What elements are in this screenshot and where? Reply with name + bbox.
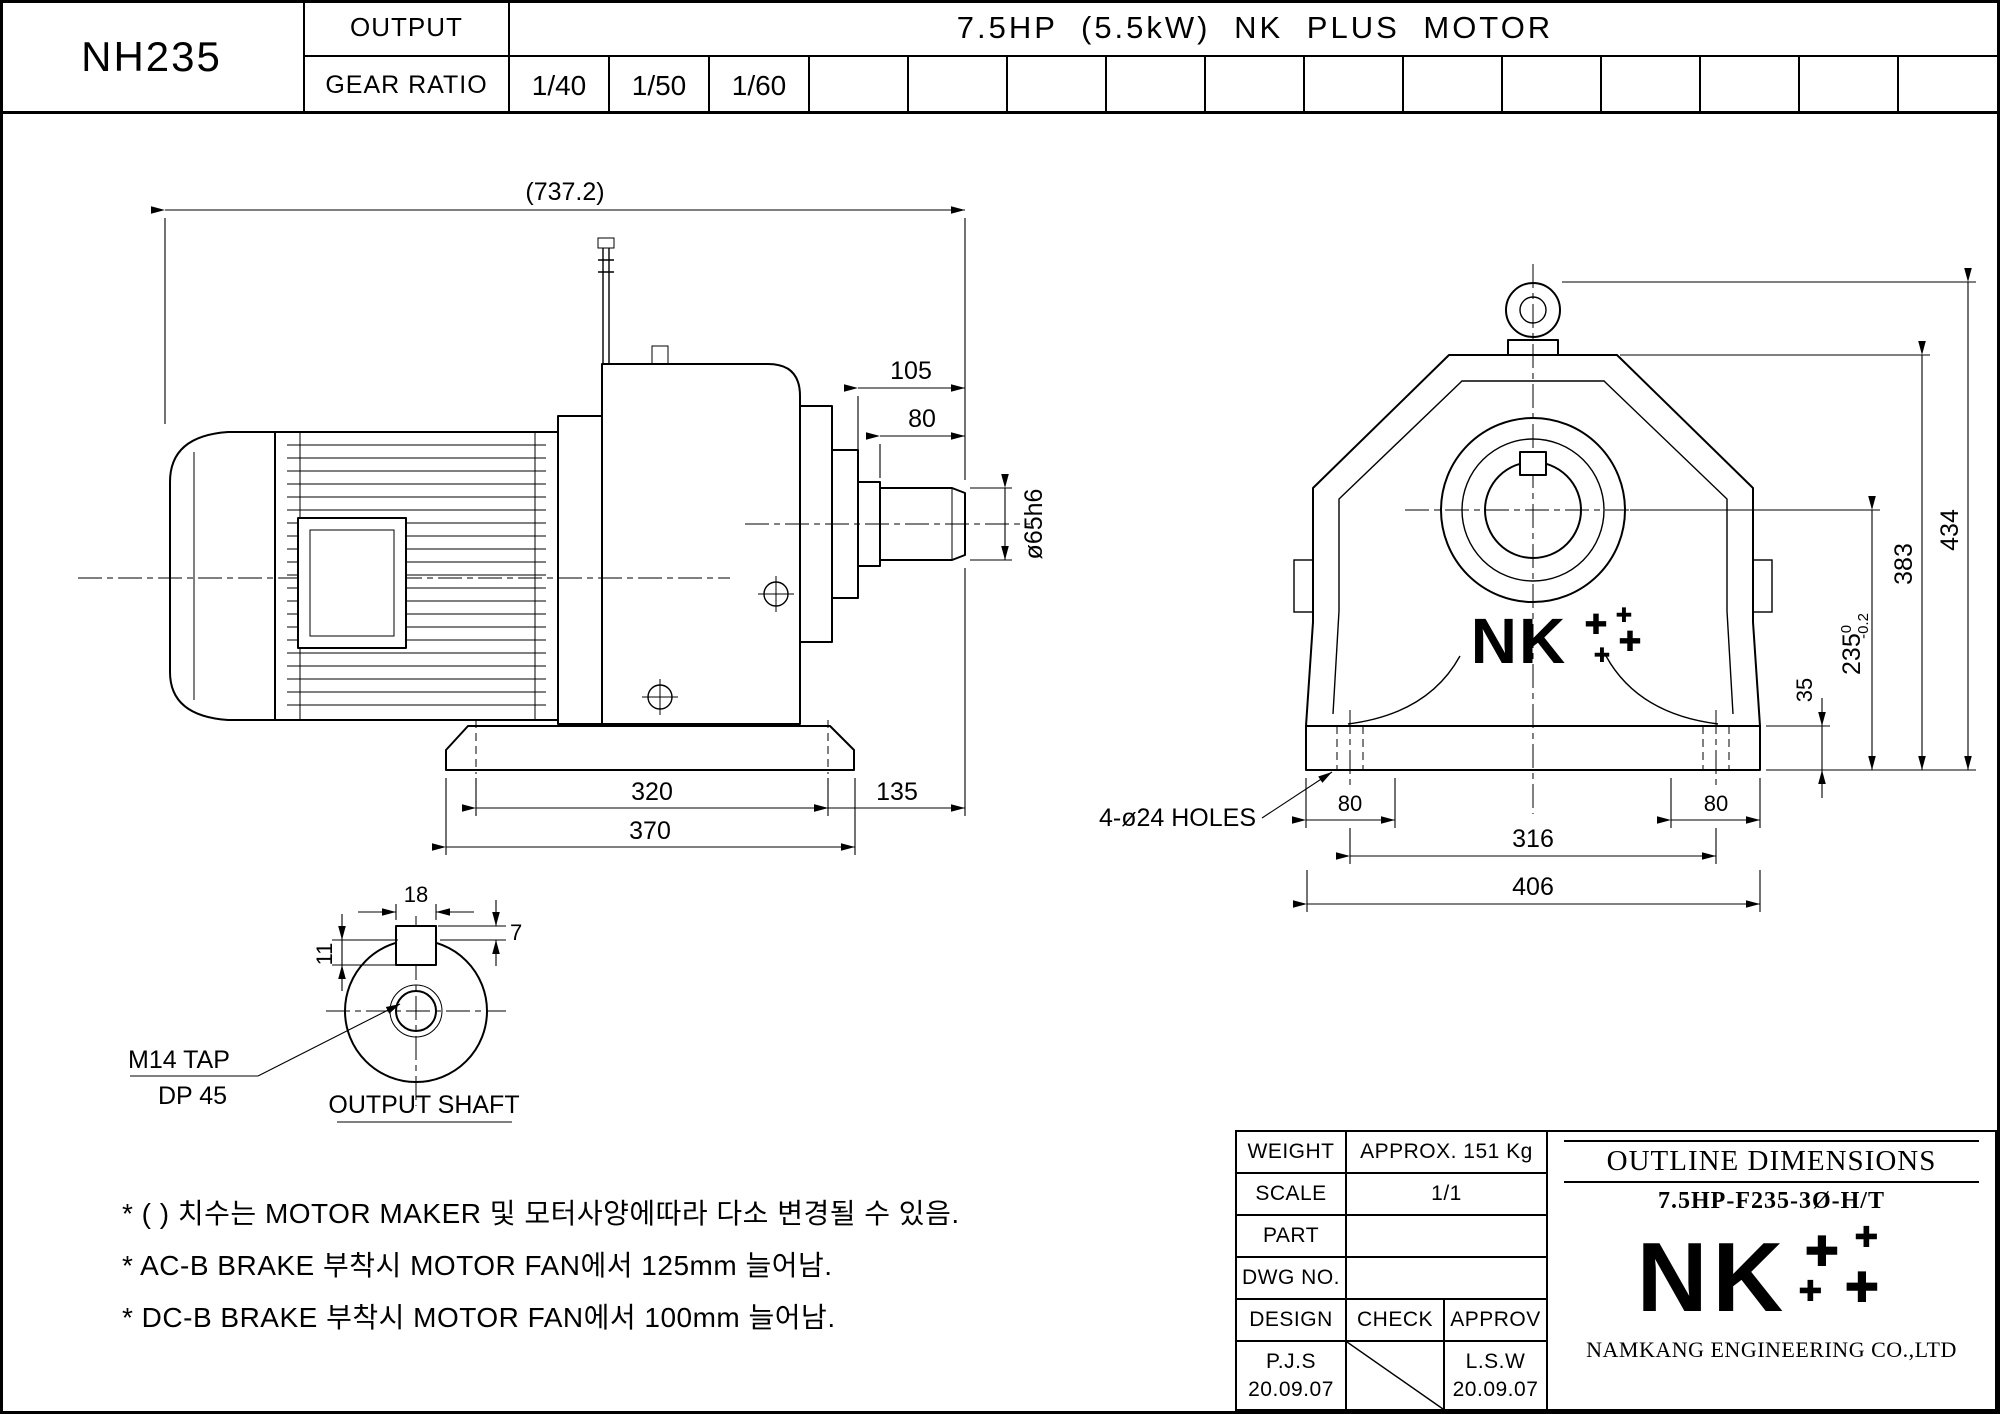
check-signature-empty — [1347, 1342, 1445, 1409]
dim-foot-80-right: 80 — [1704, 791, 1728, 816]
dim-key-18: 18 — [404, 882, 428, 907]
empty-cell — [1701, 57, 1800, 114]
plus-icon: ✚ — [1804, 1227, 1840, 1276]
nk-logo-text: NK — [1636, 1222, 1789, 1332]
motor-title: 7.5HP (5.5kW) NK PLUS MOTOR — [510, 0, 2000, 57]
empty-cell — [1899, 57, 1997, 114]
plus-icon: ✚ — [1618, 625, 1641, 658]
dim-key-7: 7 — [510, 920, 522, 945]
front-view: NK ✚ ✚ ✚ ✚ 434 383 2350-0.2 35 80 80 316… — [1099, 264, 1976, 912]
doc-title: OUTLINE DIMENSIONS — [1564, 1140, 1979, 1183]
weight-value: APPROX. 151 Kg — [1360, 1140, 1533, 1163]
technical-drawing: (737.2) 105 80 ø65h6 320 135 370 — [78, 178, 1976, 1123]
plus-icon: ✚ — [1844, 1263, 1880, 1312]
plus-icon: ✚ — [1798, 1274, 1823, 1308]
dim-base-370: 370 — [629, 817, 671, 845]
dim-holes-316: 316 — [1512, 825, 1554, 853]
company-logo: NK ✚ ✚ ✚ ✚ — [1636, 1222, 1907, 1332]
note-dimension-tolerance: * ( ) 치수는 MOTOR MAKER 및 모터사양에따라 다소 변경될 수… — [122, 1198, 960, 1229]
approval-header-row: DESIGN CHECK APPROV — [1237, 1300, 1546, 1342]
empty-cell — [1602, 57, 1701, 114]
empty-cell — [1107, 57, 1206, 114]
dim-shaft-diameter: ø65h6 — [1020, 489, 1048, 560]
scale-value: 1/1 — [1431, 1182, 1462, 1205]
dwg-no-label: DWG NO. — [1237, 1258, 1347, 1298]
empty-cell — [1305, 57, 1404, 114]
part-value — [1347, 1216, 1546, 1256]
shaft-detail-label: OUTPUT SHAFT — [328, 1091, 519, 1119]
nk-logo-text: NK — [1471, 605, 1567, 677]
dim-height-434: 434 — [1936, 509, 1964, 551]
dim-base-135: 135 — [876, 778, 918, 806]
dim-shaft-105: 105 — [890, 357, 932, 385]
empty-cell — [909, 57, 1008, 114]
output-label: OUTPUT — [305, 0, 510, 57]
note-ac-brake: * AC-B BRAKE 부착시 MOTOR FAN에서 125mm 늘어남. — [122, 1250, 833, 1281]
tap-callout-line1: M14 TAP — [128, 1046, 230, 1074]
gear-ratio-value: 1/50 — [610, 57, 710, 114]
check-label: CHECK — [1347, 1300, 1445, 1340]
approval-signature-row: P.J.S 20.09.07 L.S.W 20.09.07 — [1237, 1342, 1546, 1409]
holes-callout: 4-ø24 HOLES — [1099, 804, 1256, 832]
empty-cell — [1404, 57, 1503, 114]
design-label: DESIGN — [1237, 1300, 1347, 1340]
design-signature: P.J.S 20.09.07 — [1237, 1342, 1347, 1409]
scale-label: SCALE — [1237, 1174, 1347, 1214]
plus-icon: ✚ — [1594, 643, 1611, 667]
dim-shaft-80: 80 — [908, 405, 936, 433]
doc-subtitle: 7.5HP-F235-3Ø-H/T — [1658, 1188, 1885, 1214]
dim-height-383: 383 — [1890, 543, 1918, 585]
weight-label: WEIGHT — [1237, 1132, 1347, 1172]
dim-foot-80-left: 80 — [1338, 791, 1362, 816]
dim-235-nominal: 235 — [1838, 633, 1866, 675]
gear-ratio-value: 1/40 — [510, 57, 610, 114]
diagonal-strike — [1347, 1342, 1443, 1409]
model-number: NH235 — [0, 0, 305, 114]
approv-label: APPROV — [1450, 1308, 1541, 1331]
design-name: P.J.S — [1266, 1350, 1316, 1374]
approv-date: 20.09.07 — [1452, 1377, 1539, 1401]
empty-cell — [1008, 57, 1107, 114]
dim-overall-length: (737.2) — [525, 178, 604, 206]
dim-base-thickness-35: 35 — [1792, 678, 1817, 702]
title-block-table: WEIGHT APPROX. 151 Kg SCALE 1/1 PART DWG… — [1237, 1132, 1548, 1409]
plus-icon: ✚ — [1616, 603, 1633, 627]
dim-base-320: 320 — [631, 778, 673, 806]
side-view: (737.2) 105 80 ø65h6 320 135 370 — [78, 178, 1048, 855]
weight-row: WEIGHT APPROX. 151 Kg — [1237, 1132, 1546, 1174]
shaft-detail-view: 18 11 7 M14 TAP DP 45 OUTPUT SHAFT — [128, 882, 522, 1123]
company-name: NAMKANG ENGINEERING CO.,LTD — [1586, 1337, 1957, 1362]
gear-ratio-value: 1/60 — [710, 57, 810, 114]
design-date: 20.09.07 — [1248, 1377, 1334, 1401]
dim-base-406: 406 — [1512, 873, 1554, 901]
note-dc-brake: * DC-B BRAKE 부착시 MOTOR FAN에서 100mm 늘어남. — [122, 1302, 836, 1333]
nk-logo-plus-cluster: ✚ ✚ ✚ ✚ — [1796, 1223, 1906, 1327]
dwg-no-row: DWG NO. — [1237, 1258, 1546, 1300]
header-table: NH235 OUTPUT GEAR RATIO 7.5HP (5.5kW) NK… — [0, 0, 2000, 114]
plus-icon: ✚ — [1854, 1220, 1879, 1254]
dim-height-235: 2350-0.2 — [1838, 613, 1872, 675]
empty-cell — [1206, 57, 1305, 114]
dwg-no-value — [1347, 1258, 1546, 1298]
empty-cell — [1800, 57, 1899, 114]
dim-235-lower-tolerance: -0.2 — [1855, 613, 1872, 639]
dim-235-upper-tolerance: 0 — [1838, 625, 1855, 633]
empty-cell — [810, 57, 909, 114]
part-row: PART — [1237, 1216, 1546, 1258]
gear-ratio-label: GEAR RATIO — [305, 57, 510, 114]
tap-callout-line2: DP 45 — [158, 1082, 227, 1110]
approv-name: L.S.W — [1465, 1350, 1526, 1374]
scale-row: SCALE 1/1 — [1237, 1174, 1546, 1216]
title-block-branding: OUTLINE DIMENSIONS 7.5HP-F235-3Ø-H/T NK … — [1548, 1132, 1995, 1409]
empty-cell — [1503, 57, 1602, 114]
dim-key-11: 11 — [312, 943, 337, 966]
title-block: WEIGHT APPROX. 151 Kg SCALE 1/1 PART DWG… — [1235, 1130, 1997, 1411]
plus-icon: ✚ — [1584, 608, 1607, 641]
approv-signature: L.S.W 20.09.07 — [1445, 1342, 1546, 1409]
part-label: PART — [1237, 1216, 1347, 1256]
